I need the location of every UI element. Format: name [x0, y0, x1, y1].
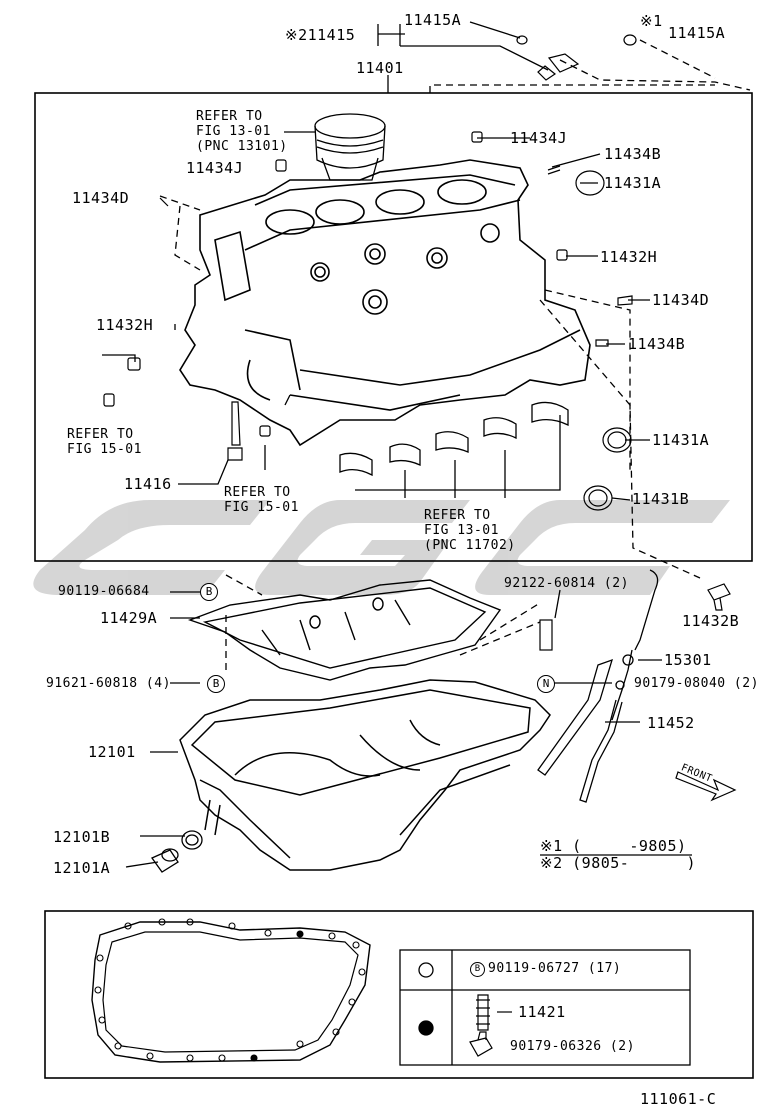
label-11434B-right: 11434B	[628, 335, 686, 353]
refer-bearing-line2: FIG 13-01	[424, 523, 499, 538]
label-11415: ※211415	[285, 26, 356, 44]
refer-center-line2: FIG 15-01	[224, 500, 299, 515]
label-11401: 11401	[356, 59, 404, 77]
label-11452: 11452	[647, 714, 695, 732]
mark-b-circle: B	[200, 583, 218, 601]
refer-piston-line3: (PNC 13101)	[196, 139, 288, 154]
label-11434B-top: 11434B	[604, 145, 662, 163]
label-15301: 15301	[664, 651, 712, 669]
label-12101A: 12101A	[53, 859, 111, 877]
label-11431B: 11431B	[632, 490, 690, 508]
label-11432B: 11432B	[682, 612, 740, 630]
label-90179-08040: 90179-08040 (2)	[634, 676, 759, 691]
mark-n-circle: N	[537, 675, 555, 693]
label-11415A-center: 11415A	[404, 11, 462, 29]
refer-piston-line2: FIG 13-01	[196, 124, 271, 139]
label-92122: 92122-60814 (2)	[504, 576, 629, 591]
label-11416: 11416	[124, 475, 172, 493]
refer-center-line1: REFER TO	[224, 485, 291, 500]
refer-bearing-line1: REFER TO	[424, 508, 491, 523]
footnote-2: ※2 (9805- )	[540, 854, 697, 872]
refer-left-line1: REFER TO	[67, 427, 134, 442]
label-12101: 12101	[88, 743, 136, 761]
label-11434J-right: 11434J	[510, 129, 568, 147]
label-90119-06684: 90119-06684	[58, 584, 150, 599]
label-11415A-right: 11415A	[668, 24, 726, 42]
label-11432H-right: 11432H	[600, 248, 658, 266]
label-11434J-left: 11434J	[186, 159, 244, 177]
footnote-1: ※1 ( -9805)	[540, 837, 687, 855]
label-11431A-top: 11431A	[604, 174, 662, 192]
diagram-code: 111061-C	[640, 1090, 717, 1108]
label-91621: 91621-60818 (4)	[46, 676, 171, 691]
refer-piston-line1: REFER TO	[196, 109, 263, 124]
legend-row2-part-a: 11421	[518, 1003, 566, 1021]
refer-left-line2: FIG 15-01	[67, 442, 142, 457]
refer-bearing-line3: (PNC 11702)	[424, 538, 516, 553]
label-mark1: ※1	[640, 12, 663, 30]
legend-b-circle: B	[470, 962, 485, 977]
label-11434D-left: 11434D	[72, 189, 130, 207]
legend-row2-part-b: 90179-06326 (2)	[510, 1039, 635, 1054]
label-11431A-lower: 11431A	[652, 431, 710, 449]
mark-b-circle-2: B	[207, 675, 225, 693]
label-11434D-right: 11434D	[652, 291, 710, 309]
legend-row1-part: 90119-06727 (17)	[488, 961, 622, 976]
label-12101B: 12101B	[53, 828, 111, 846]
label-11429A: 11429A	[100, 609, 158, 627]
label-11432H-left: 11432H	[96, 316, 154, 334]
